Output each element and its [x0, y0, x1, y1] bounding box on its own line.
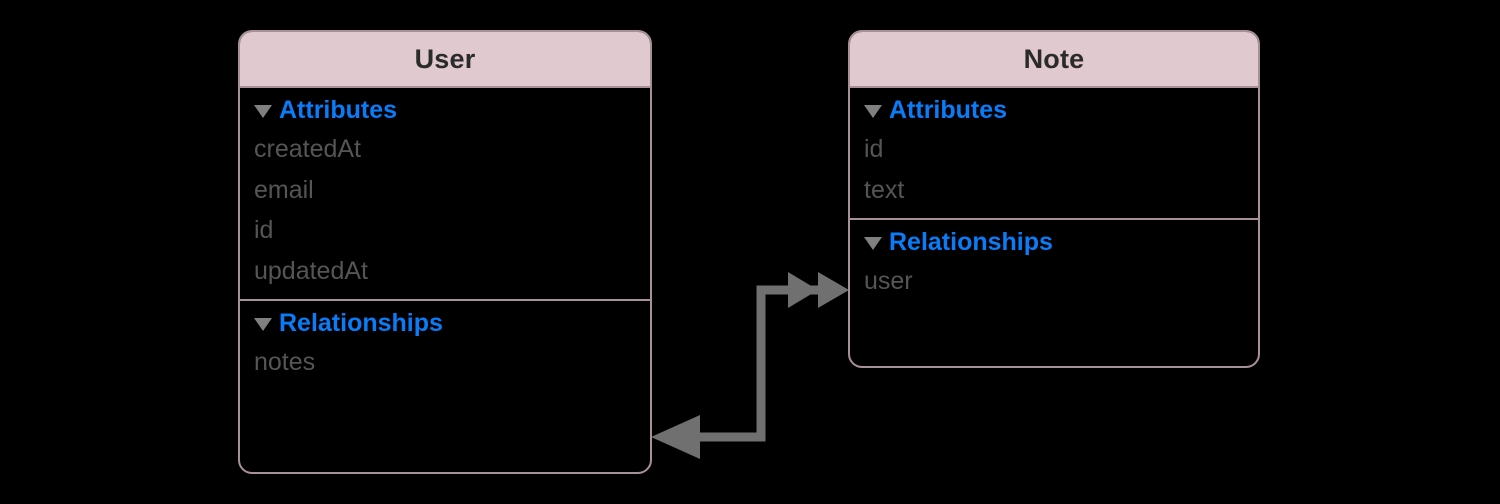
to-many-arrowhead-icon [788, 272, 818, 308]
to-many-arrowhead-icon-2 [818, 272, 849, 308]
triangle-down-icon[interactable] [254, 318, 272, 331]
to-one-arrowhead-icon [651, 415, 700, 459]
list-item[interactable]: id [254, 216, 274, 244]
list-item[interactable]: id [864, 135, 884, 163]
section-user-attributes-header[interactable]: Attributes [240, 88, 650, 129]
entity-note-body: Attributes id text Relationships user [850, 88, 1258, 310]
section-note-relationships: Relationships user [850, 218, 1258, 310]
entity-note-header[interactable]: Note [850, 32, 1258, 88]
entity-note-title: Note [1023, 43, 1085, 74]
list-item[interactable]: text [864, 175, 905, 204]
section-note-relationships-header[interactable]: Relationships [850, 220, 1258, 261]
section-user-attributes-label: Attributes [279, 96, 398, 124]
connector-line-user-to-note [672, 285, 825, 442]
list-item[interactable]: email [254, 175, 314, 204]
section-user-relationships: Relationships notes [240, 299, 650, 391]
entity-user[interactable]: User Attributes createdAt email id updat… [238, 30, 652, 474]
entity-user-body: Attributes createdAt email id updatedAt … [240, 88, 650, 391]
list-item[interactable]: notes [254, 348, 316, 376]
list-item[interactable]: updatedAt [254, 256, 368, 285]
section-note-attributes-header[interactable]: Attributes [850, 88, 1258, 129]
section-user-relationships-label: Relationships [279, 309, 443, 337]
list-item[interactable]: user [864, 267, 913, 295]
entity-note[interactable]: Note Attributes id text Relationships [848, 30, 1260, 368]
section-user-relationships-header[interactable]: Relationships [240, 301, 650, 342]
triangle-down-icon[interactable] [254, 105, 272, 118]
section-note-relationships-label: Relationships [889, 228, 1053, 256]
section-user-attributes: Attributes createdAt email id updatedAt [240, 88, 650, 299]
field-list-note-attributes: id text [850, 129, 1258, 218]
section-note-attributes: Attributes id text [850, 88, 1258, 218]
field-list-note-relationships: user [850, 261, 1258, 310]
field-list-user-attributes: createdAt email id updatedAt [240, 129, 650, 299]
triangle-down-icon[interactable] [864, 105, 882, 118]
section-note-attributes-label: Attributes [889, 96, 1008, 124]
entity-user-header[interactable]: User [240, 32, 650, 88]
triangle-down-icon[interactable] [864, 237, 882, 250]
entity-user-title: User [414, 43, 476, 74]
field-list-user-relationships: notes [240, 342, 650, 391]
list-item[interactable]: createdAt [254, 135, 362, 163]
